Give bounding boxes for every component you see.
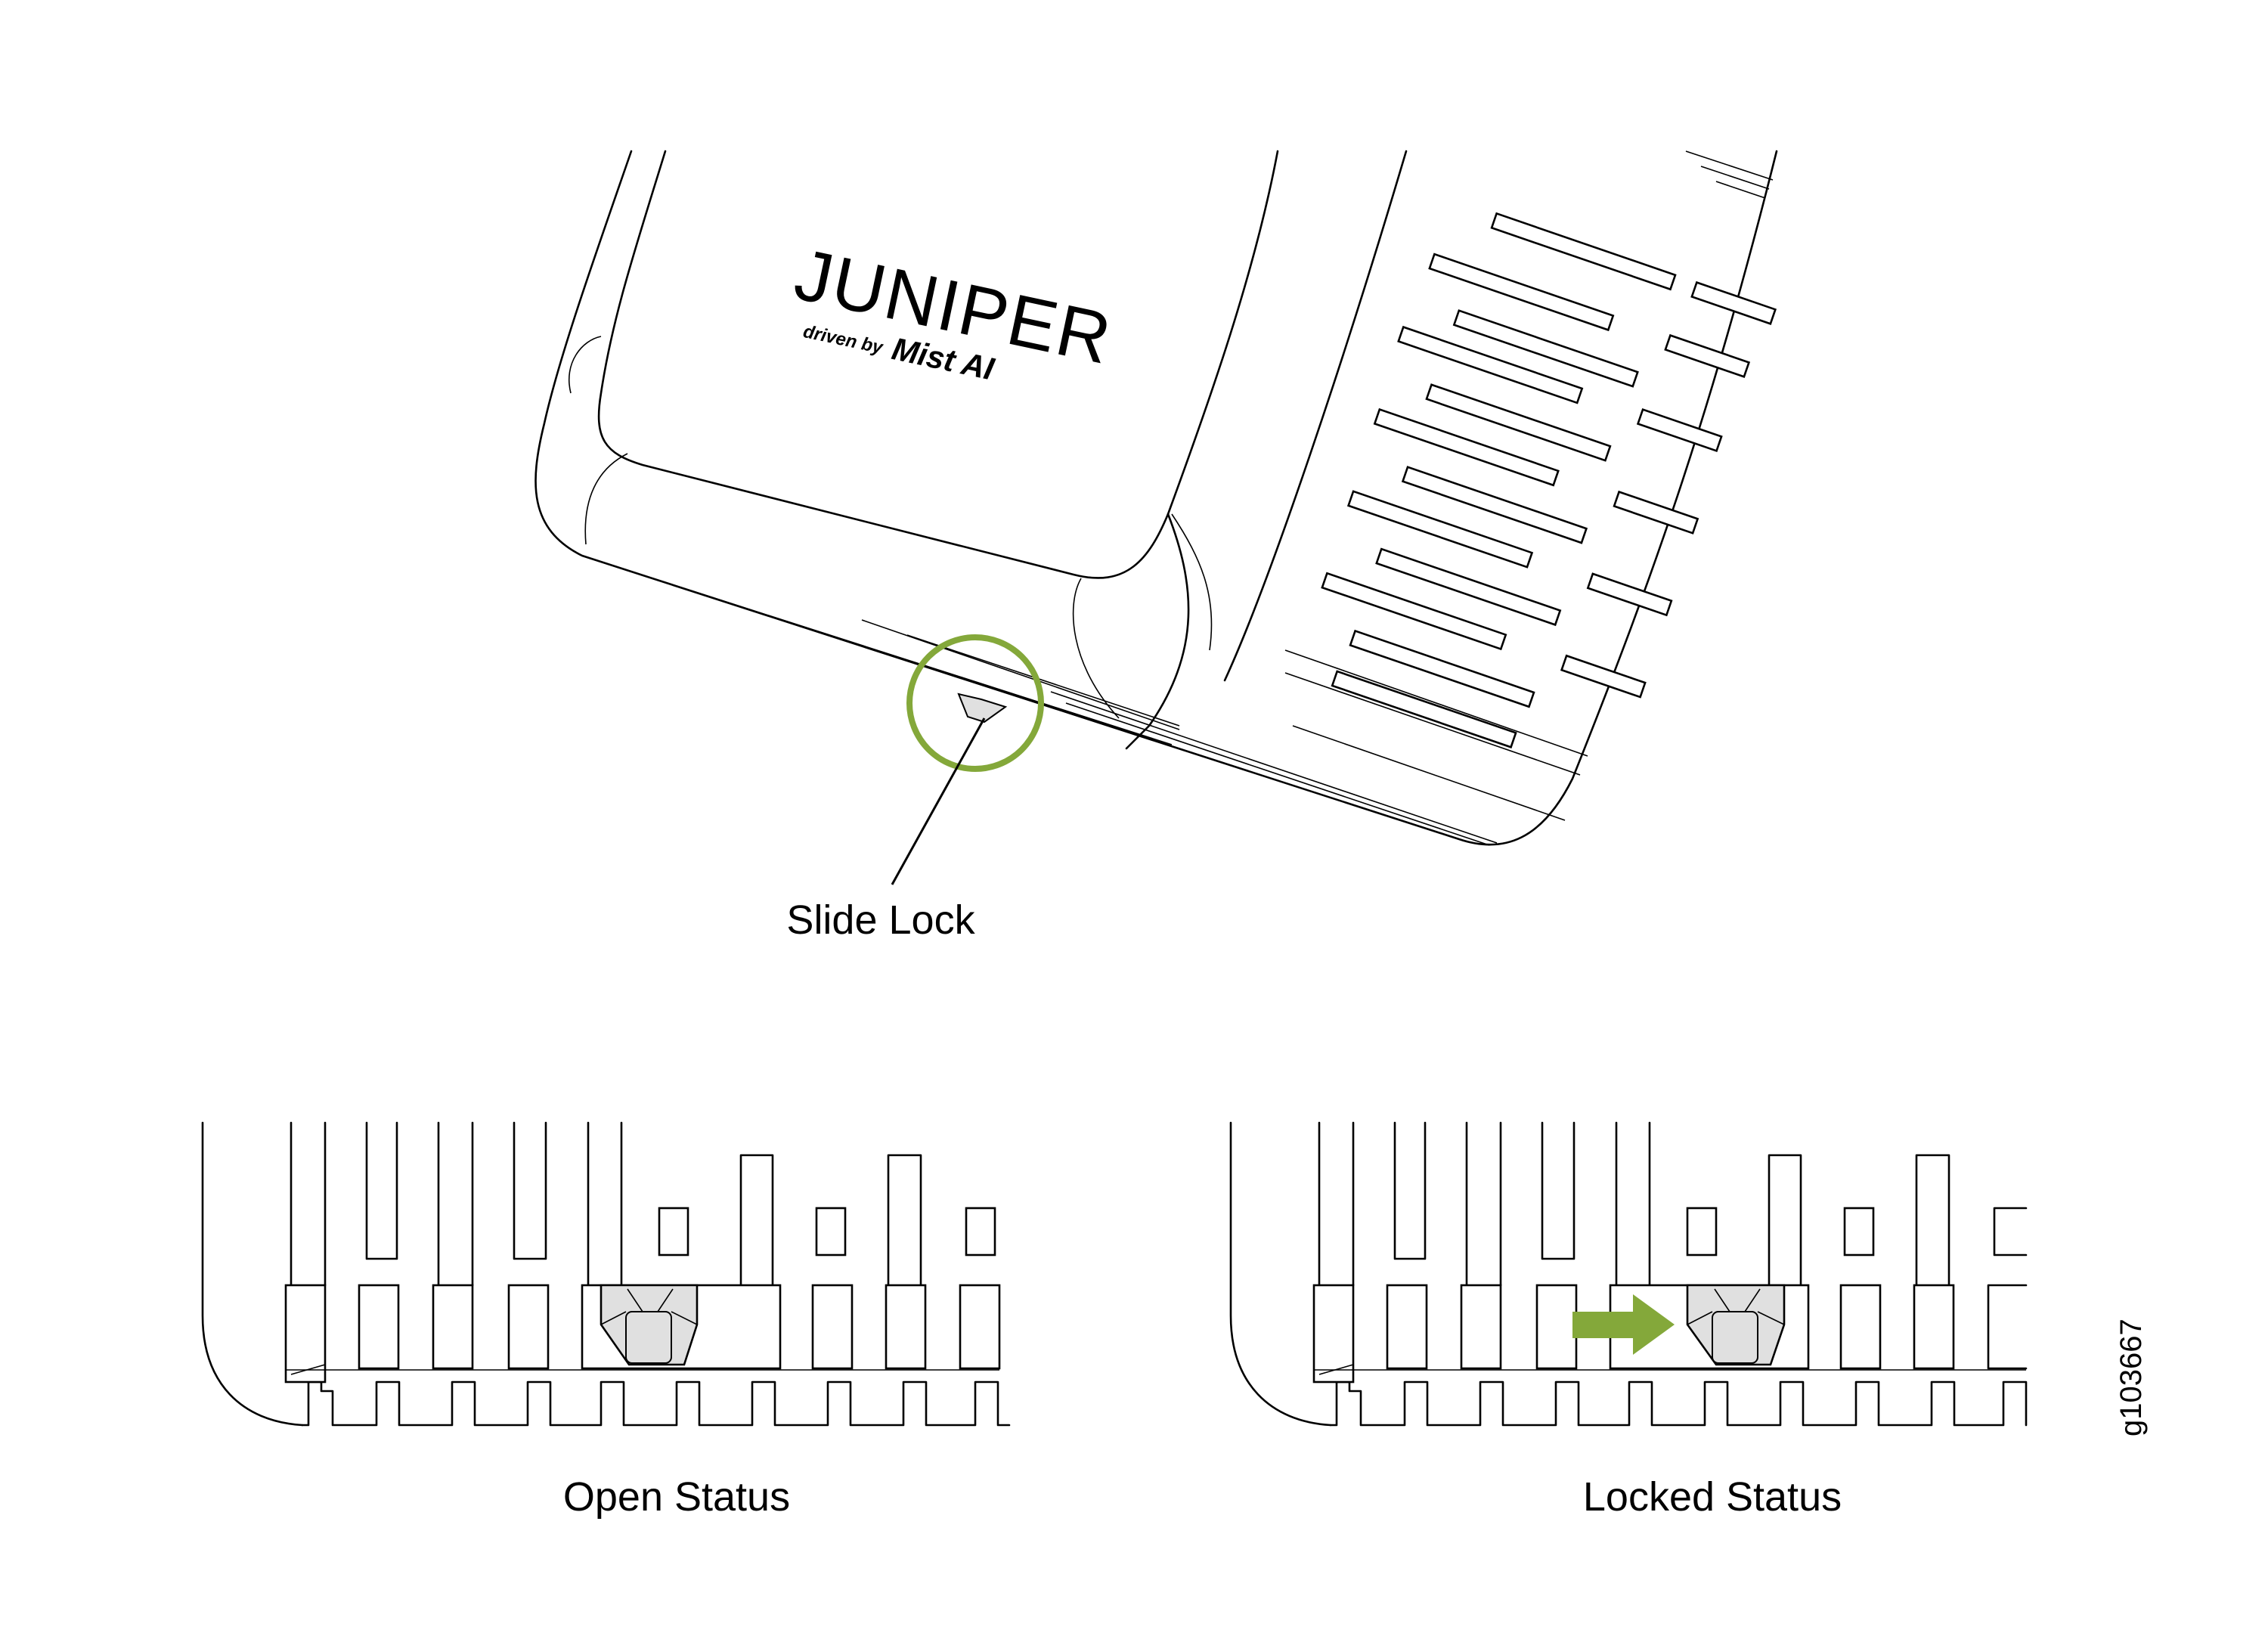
- juniper-logo: JUNIPER driven by Mist AI: [788, 234, 1119, 387]
- lock-piece-open: [600, 1284, 699, 1366]
- vent-grille: [1284, 212, 1777, 821]
- locked-status-label: Locked Status: [1583, 1474, 1842, 1520]
- lock-piece-locked: [1686, 1284, 1786, 1366]
- slide-direction-arrow-icon: [1572, 1294, 1675, 1355]
- slide-lock-tab: [957, 693, 1008, 724]
- open-status-label: Open Status: [563, 1474, 790, 1520]
- figure-id: g103667: [2115, 1318, 2148, 1436]
- slide-lock-label: Slide Lock: [786, 897, 975, 943]
- callout-leader-line: [891, 717, 986, 885]
- slide-lock-highlight-circle: [906, 634, 1044, 772]
- access-point-illustration: JUNIPER driven by Mist AI: [534, 150, 1778, 885]
- open-status-panel: [201, 1121, 1011, 1427]
- locked-status-panel: [1229, 1121, 2028, 1427]
